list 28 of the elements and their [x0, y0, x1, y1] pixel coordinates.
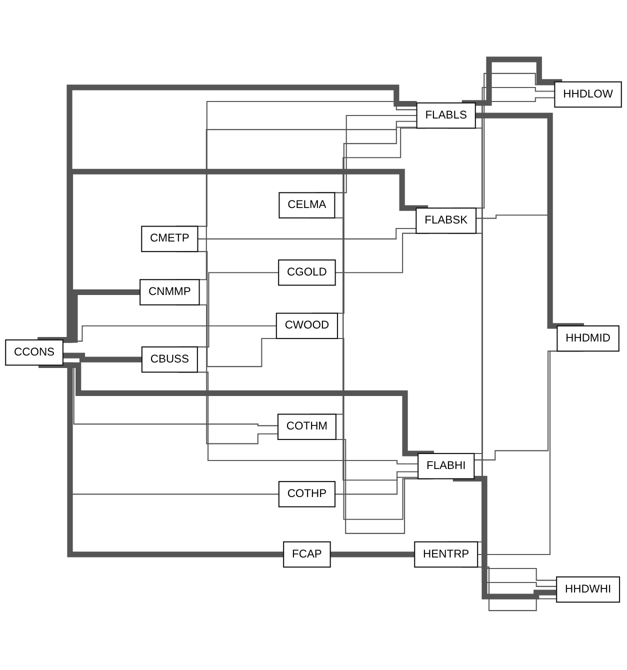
connector [335, 476, 418, 495]
node-box: COTHP [278, 481, 336, 508]
connector [462, 56, 562, 106]
node-box: CMETP [141, 226, 198, 252]
connector [38, 168, 428, 343]
node-box: HENTRP [414, 541, 478, 568]
node-box: FLABSK [416, 208, 477, 234]
connector [48, 289, 140, 343]
node-box: FLABLS [416, 102, 476, 129]
connector [330, 552, 415, 558]
node-box: FLABHI [418, 452, 475, 480]
node-box: CWOOD [276, 312, 338, 340]
node-box: FCAP [283, 541, 331, 568]
node-box: HHDWHI [556, 576, 620, 603]
node-box: CCONS [5, 339, 64, 366]
node-box: CNMMP [140, 279, 200, 306]
node-box: HHDLOW [554, 81, 622, 108]
node-box: CGOLD [278, 259, 336, 286]
connector [62, 352, 142, 362]
node-box: HHDMID [556, 325, 620, 352]
connector [37, 84, 417, 343]
node-box: COTHM [277, 414, 336, 440]
connector [475, 112, 584, 329]
connector [38, 362, 284, 558]
connector [198, 228, 416, 240]
connector [452, 476, 557, 600]
node-box: CELMA [278, 192, 336, 218]
node-box: CBUSS [141, 346, 198, 373]
